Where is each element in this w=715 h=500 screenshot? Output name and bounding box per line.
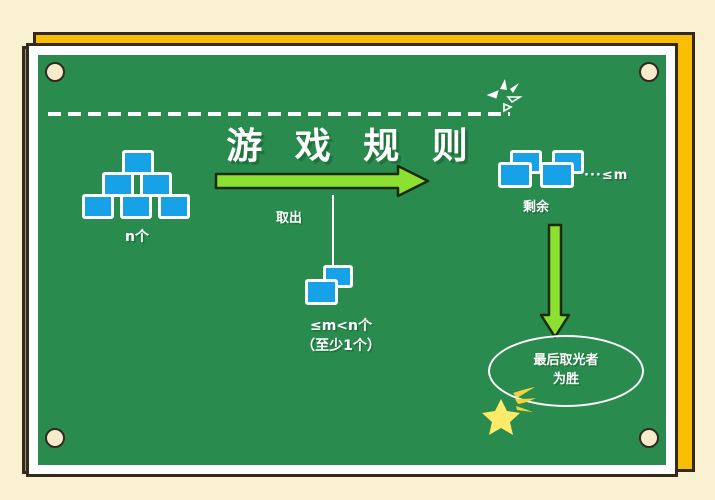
corner-screw-bottom-left xyxy=(45,428,65,448)
block xyxy=(102,172,134,197)
initial-pile: n个 xyxy=(74,150,214,245)
win-condition-line1: 最后取光者 xyxy=(533,353,599,369)
taken-amount-label: ≤m<n个 xyxy=(309,318,372,334)
block xyxy=(122,150,154,175)
block xyxy=(498,162,532,188)
block xyxy=(540,162,574,188)
taken-amount-note: （至少1个） xyxy=(301,338,381,354)
corner-screw-bottom-right xyxy=(639,428,659,448)
block xyxy=(140,172,172,197)
page-title: 游 戏 规 则 xyxy=(226,126,478,167)
next-turn-arrow-down-icon xyxy=(539,223,571,339)
taken-blocks-group: ≤m<n个 （至少1个） xyxy=(293,265,403,359)
win-condition-line2: 为胜 xyxy=(552,372,579,387)
remaining-pile-label: 剩余 xyxy=(522,200,549,215)
title-decoration-row xyxy=(38,55,666,175)
block xyxy=(82,194,114,219)
green-board: 游 戏 规 则 n个 取出 xyxy=(38,55,666,465)
dashed-divider-icon xyxy=(48,112,510,116)
win-condition-callout: 最后取光者 为胜 xyxy=(488,335,644,407)
corner-screw-top-right xyxy=(639,62,659,82)
initial-pile-label: n个 xyxy=(125,229,149,245)
corner-screw-top-left xyxy=(45,62,65,82)
take-out-label: 取出 xyxy=(276,211,303,226)
shooting-star-icon xyxy=(482,387,536,435)
block xyxy=(158,194,190,219)
block xyxy=(305,279,338,305)
take-out-arrow-right-icon xyxy=(214,164,430,198)
remaining-pile: ···≤m 剩余 xyxy=(490,150,640,230)
burst-sparkle-icon xyxy=(486,79,523,113)
block xyxy=(120,194,152,219)
remaining-limit-label: ···≤m xyxy=(584,168,629,183)
